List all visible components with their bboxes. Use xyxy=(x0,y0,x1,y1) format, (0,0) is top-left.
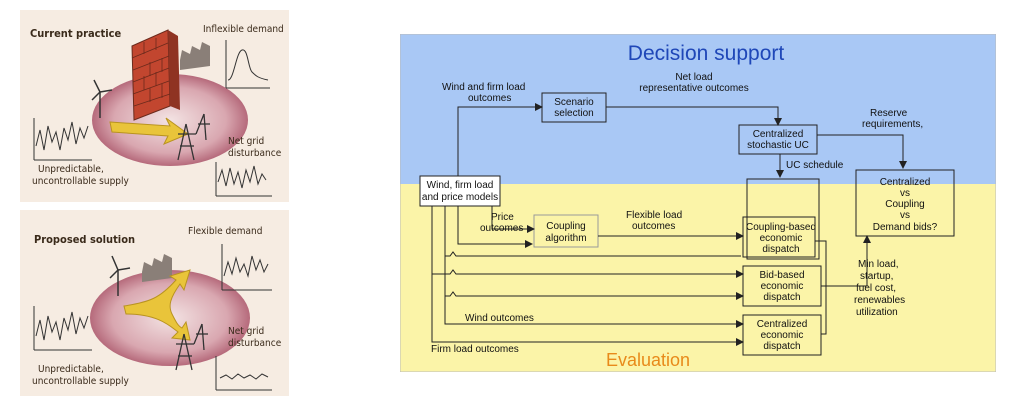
svg-text:Centralized: Centralized xyxy=(880,177,931,188)
svg-text:Bid-based: Bid-based xyxy=(759,270,804,281)
edge-label: Net load xyxy=(675,72,712,83)
supply-chart xyxy=(33,306,92,351)
power-flow-arrow xyxy=(109,117,190,145)
svg-text:Scenario: Scenario xyxy=(554,97,594,108)
current-practice-illustration xyxy=(33,29,272,197)
panel-title: Current practice xyxy=(30,27,122,40)
grid-label-line-1: Net grid xyxy=(228,136,265,147)
demand-label: Inflexible demand xyxy=(203,24,284,35)
comparison-node: Centralized vs Coupling vs Demand bids? xyxy=(855,169,955,237)
centralized-dispatch-node: Centralized economic dispatch xyxy=(742,314,822,356)
svg-text:Wind, firm load: Wind, firm load xyxy=(427,180,494,191)
edge-label: outcomes xyxy=(632,221,675,232)
edge-label: Wind outcomes xyxy=(465,313,534,324)
models-node: Wind, firm load and price models xyxy=(419,175,501,207)
demand-label: Flexible demand xyxy=(188,226,263,237)
supply-chart xyxy=(33,118,92,161)
svg-text:vs: vs xyxy=(900,210,910,221)
pylon-icon xyxy=(175,323,208,371)
edge-label: Firm load outcomes xyxy=(431,344,519,355)
connectors xyxy=(431,103,907,346)
inflexible-demand-chart xyxy=(225,40,270,89)
wind-turbine-icon xyxy=(91,79,113,118)
proposed-solution-panel: Proposed solution Flexible demand Unpred… xyxy=(20,210,289,396)
svg-text:selection: selection xyxy=(554,108,593,119)
edge-label: representative outcomes xyxy=(639,83,749,94)
svg-text:Coupling-based: Coupling-based xyxy=(746,222,816,233)
svg-text:dispatch: dispatch xyxy=(763,341,800,352)
svg-text:economic: economic xyxy=(761,330,804,341)
grid-disturbance-chart xyxy=(215,356,272,391)
grid-disturbance-chart xyxy=(215,162,272,197)
wind-turbine-icon xyxy=(109,255,131,296)
edge-label: UC schedule xyxy=(786,160,844,171)
svg-text:algorithm: algorithm xyxy=(545,233,586,244)
split-flow-arrow xyxy=(123,269,191,341)
edge-label: Wind and firm load xyxy=(442,82,525,93)
decision-support-title: Decision support xyxy=(628,42,785,65)
svg-text:economic: economic xyxy=(760,233,803,244)
proposed-solution-illustration xyxy=(33,244,272,391)
edge-label: outcomes xyxy=(480,223,523,234)
grid-label-line-1: Net grid xyxy=(228,326,265,337)
supply-label-line-1: Unpredictable, xyxy=(38,364,104,375)
grid-label-line-2: disturbance xyxy=(228,338,282,349)
svg-text:dispatch: dispatch xyxy=(763,292,800,303)
svg-text:Centralized: Centralized xyxy=(757,319,808,330)
edge-label: Price xyxy=(491,212,514,223)
edge-label: requirements, xyxy=(862,119,923,130)
svg-text:economic: economic xyxy=(761,281,804,292)
svg-text:Demand bids?: Demand bids? xyxy=(873,222,938,233)
edge-label: outcomes xyxy=(468,93,511,104)
flow-diagram: Decision support Evaluation Scenario sel… xyxy=(400,34,996,372)
supply-label-line-1: Unpredictable, xyxy=(38,164,104,175)
panel-title: Proposed solution xyxy=(34,233,136,246)
current-practice-panel: Current practice Inflexible demand Unpre… xyxy=(20,10,289,202)
svg-text:stochastic UC: stochastic UC xyxy=(747,140,809,151)
svg-text:Coupling: Coupling xyxy=(885,199,924,210)
metrics-label: renewables xyxy=(854,295,905,306)
metrics-label: utilization xyxy=(856,307,898,318)
supply-label-line-2: uncontrollable supply xyxy=(32,376,129,387)
edge-label: Reserve xyxy=(870,108,908,119)
metrics-label: fuel cost, xyxy=(856,283,896,294)
evaluation-band xyxy=(400,184,996,372)
svg-text:and price models: and price models xyxy=(422,192,498,203)
grid-label-line-2: disturbance xyxy=(228,148,282,159)
factory-icon xyxy=(142,254,172,282)
svg-text:Centralized: Centralized xyxy=(753,129,804,140)
flexible-demand-chart xyxy=(221,244,272,291)
svg-text:dispatch: dispatch xyxy=(762,244,799,255)
supply-label-line-2: uncontrollable supply xyxy=(32,176,129,187)
metrics-label: startup, xyxy=(860,271,893,282)
decision-support-band xyxy=(400,34,996,184)
evaluation-title: Evaluation xyxy=(606,350,690,370)
brick-wall-icon xyxy=(131,29,180,121)
metrics-label: Min load, xyxy=(858,259,899,270)
svg-text:Coupling: Coupling xyxy=(546,221,585,232)
svg-text:vs: vs xyxy=(900,188,910,199)
pylon-icon xyxy=(177,113,210,161)
factory-icon xyxy=(180,42,210,70)
region-disc xyxy=(92,74,248,166)
edge-label: Flexible load xyxy=(626,210,682,221)
